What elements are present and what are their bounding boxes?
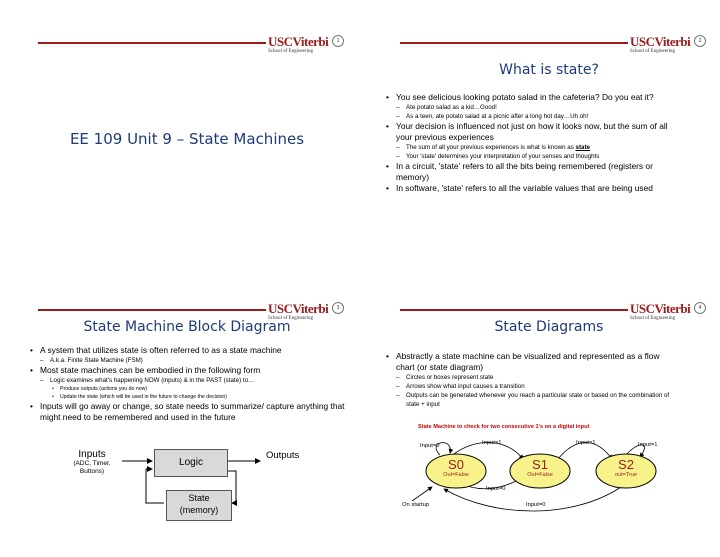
slide-4: USCViterbi School of Engineering 4 State… (376, 295, 720, 547)
slide-title: State Machine Block Diagram (83, 319, 291, 335)
label-s2-self: Input=1 (638, 442, 658, 448)
header-rule (38, 42, 266, 44)
header-rule (400, 42, 628, 44)
sub-bullet: Outputs can be generated whenever you re… (386, 391, 678, 409)
state-s1 (509, 453, 571, 489)
page-number: 1 (332, 35, 344, 47)
inputs-label: Inputs (ADC, Timer, Buttons) (73, 449, 111, 475)
usc-viterbi-logo: USCViterbi School of Engineering (630, 34, 691, 54)
bullet: In software, 'state' refers to all the v… (386, 183, 668, 194)
bullet: In a circuit, 'state' refers to all the … (386, 161, 668, 183)
bullet: Inputs will go away or change, so state … (30, 401, 348, 423)
header-rule (38, 309, 266, 311)
bullet: A system that utilizes state is often re… (30, 345, 348, 356)
usc-viterbi-logo: USCViterbi School of Engineering (268, 301, 329, 321)
transition-s1-s2 (557, 442, 613, 460)
page-number: 4 (694, 302, 706, 314)
slide-2: USCViterbi School of Engineering 2 What … (376, 28, 720, 280)
block-diagram (122, 458, 261, 506)
transition-s2-s0 (443, 484, 625, 512)
usc-viterbi-logo: USCViterbi School of Engineering (268, 34, 329, 54)
sub-bullet: A.k.a. Finite State Machine (FSM) (30, 356, 348, 365)
transition-s0-s1 (447, 442, 524, 460)
logic-block: Logic (154, 449, 228, 477)
header-rule (400, 309, 628, 311)
state-diagram (411, 442, 657, 512)
bullet: Abstractly a state machine can be visual… (386, 351, 678, 373)
page-number: 2 (694, 35, 706, 47)
state-s2-label: S2 out=True (615, 457, 637, 479)
sub-bullet: Circles or boxes represent state (386, 373, 678, 382)
usc-viterbi-logo: USCViterbi School of Engineering (630, 301, 691, 321)
bullet: Your decision is influenced not just on … (386, 121, 668, 143)
label-s1-s0: Input=0 (486, 486, 506, 492)
transition-s0-self (435, 442, 454, 456)
sub-bullet: As a teen, ate potato salad at a picnic … (386, 112, 668, 121)
state-s2 (595, 453, 657, 489)
label-s2-s0: Input=0 (526, 502, 546, 508)
page-number: 3 (332, 302, 344, 314)
label-s1-s2: Input=1 (576, 440, 596, 446)
feedback-arrow-to-logic (145, 466, 164, 504)
sub-sub-bullet: Produce outputs (actions you do now) (30, 385, 348, 393)
sub-sub-bullet: Update the state (which will be used in … (30, 393, 348, 401)
sub-bullet: Arrows show what input causes a transiti… (386, 382, 678, 391)
slide-title: EE 109 Unit 9 – State Machines (69, 130, 305, 148)
bullet-list: Abstractly a state machine can be visual… (386, 351, 678, 409)
sub-bullet: Ate potato salad as a kid…Good! (386, 103, 668, 112)
label-startup: On startup (402, 502, 430, 508)
outputs-label: Outputs (266, 450, 300, 461)
sub-bullet: Your 'state' determines your interpretat… (386, 152, 668, 161)
label-s0-s1: Input=1 (482, 440, 502, 446)
slide-3: USCViterbi School of Engineering 3 State… (14, 295, 360, 547)
startup-arrow (411, 486, 433, 502)
slide-title: State Diagrams (494, 319, 604, 335)
feedback-arrow-to-state (228, 470, 237, 506)
state-s1-label: S1 Out=False (527, 457, 553, 479)
bullet-list: A system that utilizes state is often re… (30, 345, 348, 423)
sub-bullet: Logic examines what's happening NOW (inp… (30, 376, 348, 385)
state-s0 (425, 453, 487, 489)
state-memory-block: State (memory) (166, 490, 232, 521)
bullet: Most state machines can be embodied in t… (30, 365, 348, 376)
state-s0-label: S0 Out=False (443, 457, 469, 479)
bullet-list: You see delicious looking potato salad i… (386, 92, 668, 194)
bullet: You see delicious looking potato salad i… (386, 92, 668, 103)
label-s0-self: Input=0 (420, 443, 440, 449)
diagram-caption: State Machine to check for two consecuti… (418, 424, 590, 430)
slide-1: USCViterbi School of Engineering 1 EE 10… (14, 28, 360, 280)
slide-title: What is state? (499, 62, 599, 78)
sub-bullet: The sum of all your previous experiences… (386, 143, 668, 152)
transition-s2-self (625, 444, 645, 458)
